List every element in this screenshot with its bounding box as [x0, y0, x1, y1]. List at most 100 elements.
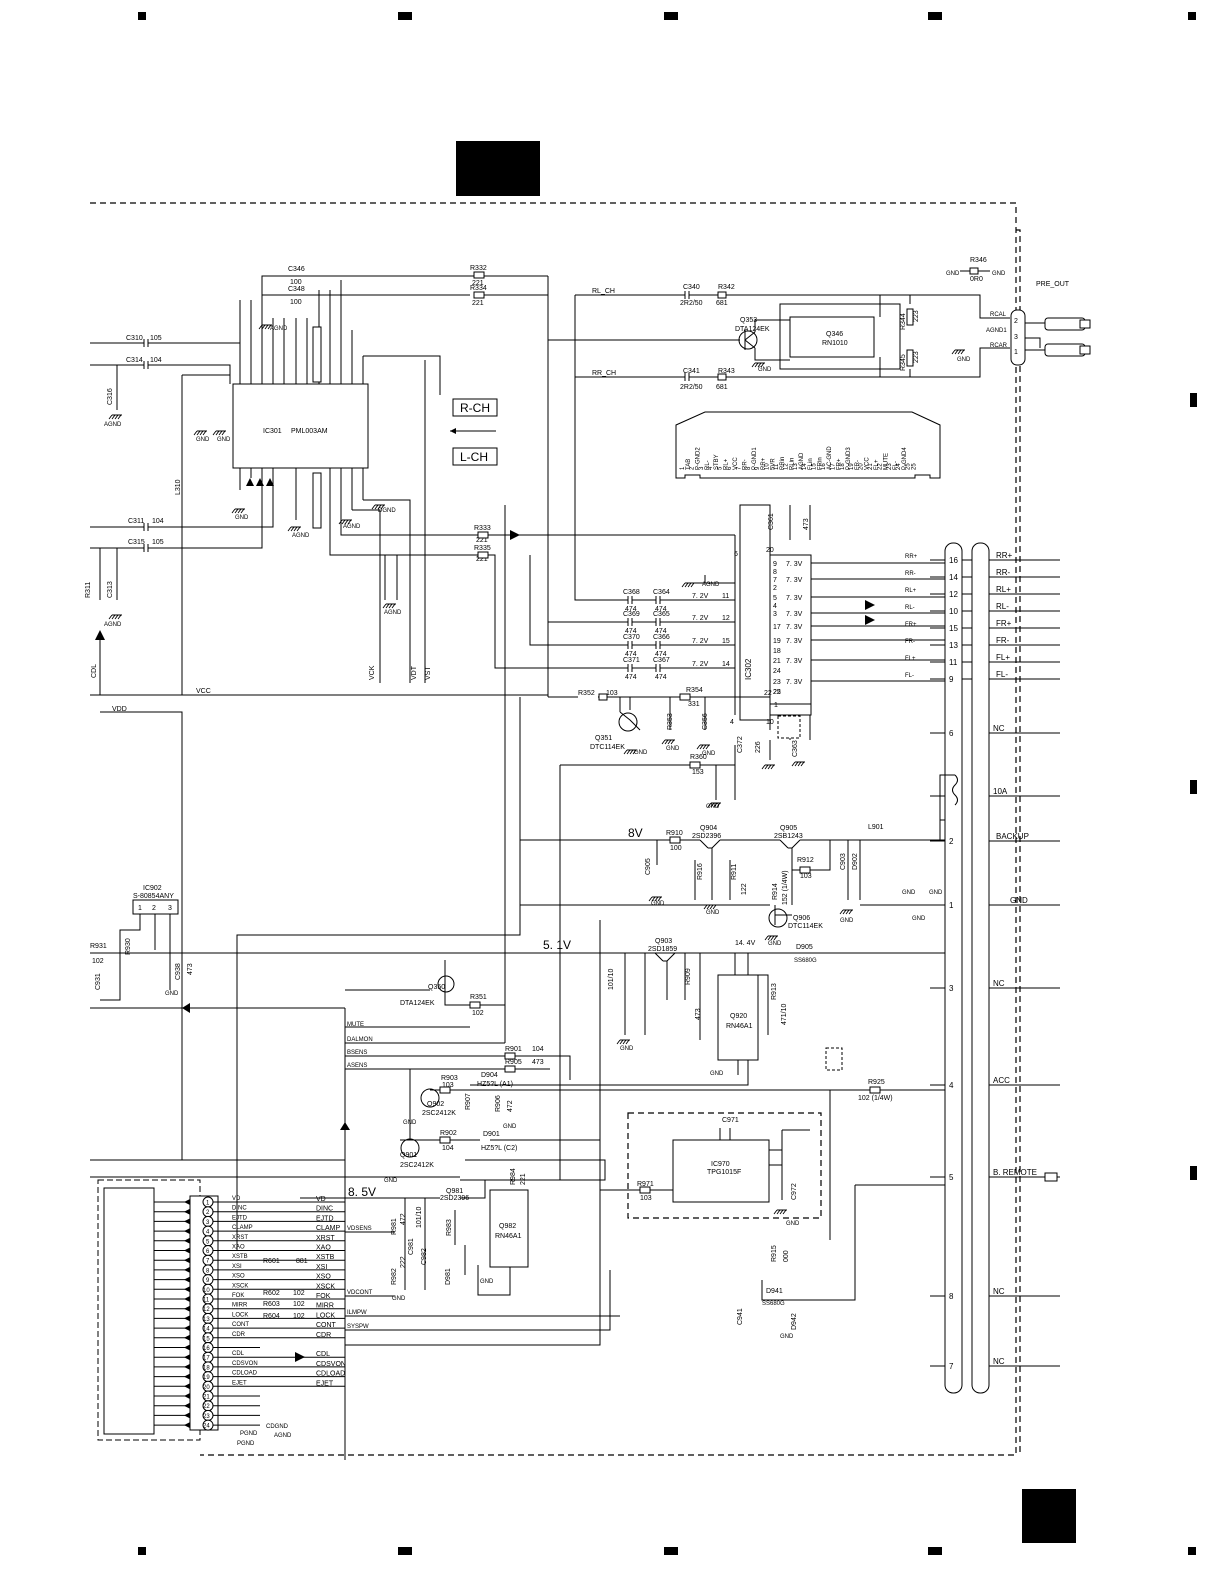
svg-text:R914: R914	[772, 883, 779, 900]
amp-pin-number: 3	[699, 466, 705, 470]
cd-signal-label: CONT	[316, 1322, 337, 1329]
svg-text:153: 153	[692, 769, 704, 776]
svg-text:GND: GND	[217, 437, 231, 443]
svg-text:2R2/50: 2R2/50	[680, 384, 703, 391]
svg-text:DTA124EK: DTA124EK	[400, 1000, 435, 1007]
power-connector-label: NC	[993, 1357, 1005, 1366]
svg-text:R925: R925	[868, 1079, 885, 1086]
amp-pin-number: 1	[680, 466, 686, 470]
svg-text:6: 6	[734, 551, 738, 558]
cd-signal-tag: XSCK	[232, 1283, 248, 1289]
cd-signal-label: XSI	[316, 1264, 327, 1271]
ic302-pin: 2	[773, 585, 777, 592]
svg-text:R915: R915	[771, 1245, 778, 1262]
cd-signal-label: FOK	[316, 1293, 331, 1300]
ic302-pin: 18	[773, 648, 781, 655]
cd-signal-tag: XRST	[232, 1235, 248, 1241]
svg-text:CDGND: CDGND	[266, 1424, 289, 1430]
svg-text:DTA124EK: DTA124EK	[735, 326, 770, 333]
cd-pin-number: 1	[206, 1201, 210, 1207]
voltage-label: 7. 2V	[692, 661, 709, 668]
svg-text:C972: C972	[791, 1183, 798, 1200]
svg-text:2SD1859: 2SD1859	[648, 946, 677, 953]
harness-connector: 16RR+RR+14RR-RR-12RL+RL+10RL-RL-15FR+FR+…	[905, 542, 1060, 1394]
svg-text:AGND: AGND	[104, 622, 122, 628]
svg-text:221: 221	[476, 556, 488, 563]
svg-text:GND: GND	[706, 910, 720, 916]
cap-label: C364	[653, 589, 670, 596]
amp-pin-label: P-GND1	[752, 447, 758, 470]
svg-text:AGND: AGND	[270, 326, 288, 332]
svg-text:VST: VST	[425, 666, 432, 680]
voltage-label: 7. 2V	[692, 615, 709, 622]
pin-number: 14	[722, 661, 730, 668]
cd-pin-number: 18	[203, 1365, 210, 1371]
svg-text:1: 1	[1014, 349, 1018, 356]
svg-text:R335: R335	[474, 545, 491, 552]
svg-text:221: 221	[520, 1173, 527, 1185]
svg-text:GND: GND	[235, 515, 249, 521]
cd-pin-number: 5	[206, 1239, 210, 1245]
dalmon-label: DALMON	[347, 1037, 373, 1043]
ic970-block: IC970 TPG1015F C971 R971 103 C972 GND R9…	[600, 1079, 945, 1340]
cd-signal-label: CDSVON	[316, 1361, 346, 1368]
svg-text:R912: R912	[797, 857, 814, 864]
speaker-output-label: RR-	[996, 568, 1011, 577]
harness-pin-number: 10	[949, 607, 958, 616]
svg-text:473: 473	[695, 1008, 702, 1020]
svg-text:R902: R902	[440, 1130, 457, 1137]
amp-pin-number: 2	[689, 466, 695, 470]
page-block-bottom	[1022, 1489, 1076, 1543]
cd-signal-tag: CONT	[232, 1322, 249, 1328]
bsens-label: BSENS	[347, 1050, 367, 1056]
svg-text:C340: C340	[683, 284, 700, 291]
ic302-pin: 3	[773, 611, 777, 618]
amp-pin-label: RRin	[780, 457, 786, 470]
svg-text:GND: GND	[620, 1046, 634, 1052]
ic302-pin: 23	[773, 679, 781, 686]
svg-text:Q981: Q981	[446, 1188, 463, 1195]
cd-signal-label: CLAMP	[316, 1225, 340, 1232]
amp-pin-label: MUTE	[883, 453, 889, 470]
svg-text:R345: R345	[900, 354, 907, 371]
amp-pin-label: VCC	[733, 457, 739, 470]
svg-text:223: 223	[913, 351, 920, 363]
svg-text:102: 102	[293, 1313, 305, 1320]
svg-text:PGND: PGND	[240, 1431, 258, 1437]
cd-connector: 1VDVD2DINCDINC3EJTDEJTD4CLAMPCLAMP5XRSTX…	[97, 1179, 346, 1447]
cap-label: C366	[653, 634, 670, 641]
svg-text:AGND: AGND	[702, 582, 720, 588]
cd-signal-label: DINC	[316, 1206, 333, 1213]
amp-pin-label: RR+	[761, 457, 767, 470]
amp-pin-number: 16	[821, 463, 827, 470]
svg-text:C982: C982	[421, 1248, 428, 1265]
svg-text:14. 4V: 14. 4V	[735, 940, 756, 947]
cd-pin-number: 22	[203, 1404, 210, 1410]
svg-text:R344: R344	[900, 313, 907, 330]
cap-value: 474	[655, 651, 667, 658]
svg-text:R983: R983	[446, 1219, 453, 1236]
svg-text:RCAR: RCAR	[990, 343, 1008, 349]
q346-ref: Q346	[826, 331, 843, 338]
left-signals: VCC VDD CDL VCK VDT VST	[90, 360, 548, 1160]
svg-text:AGND: AGND	[343, 524, 361, 530]
amp-pin-label: FL+	[874, 459, 880, 470]
svg-text:R903: R903	[441, 1075, 458, 1082]
svg-text:681: 681	[716, 384, 728, 391]
cd-pin-number: 2	[206, 1210, 210, 1216]
amp-pin-number: 5	[718, 466, 724, 470]
svg-text:AGND: AGND	[274, 1433, 292, 1439]
cd-signal-label: EJTD	[316, 1215, 334, 1222]
amp-pin-label: FRin	[818, 457, 824, 470]
amp-pin-label: FL-	[893, 461, 899, 470]
harness-pin-number: 12	[949, 590, 958, 599]
svg-text:226: 226	[755, 741, 762, 753]
amp-pin-label: 25	[912, 463, 918, 470]
svg-text:GND: GND	[780, 1334, 794, 1340]
amp-pin-number: 11	[774, 463, 780, 470]
amp-pin-label: AGND	[799, 452, 805, 470]
voltage-label: 7. 3V	[786, 658, 803, 665]
harness-pin-number: 16	[949, 556, 958, 565]
